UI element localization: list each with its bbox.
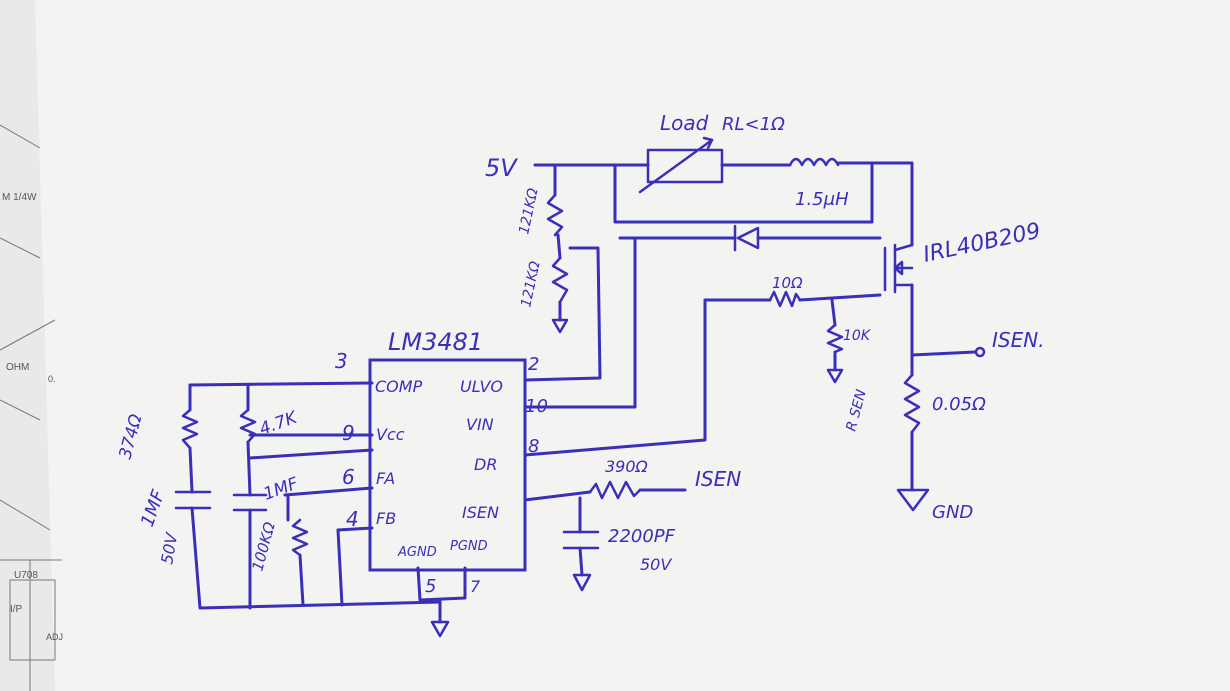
ic-body (368, 358, 527, 572)
margin-text-6: 0. (48, 374, 56, 384)
r-isen-label: 390Ω (605, 457, 649, 476)
pin-uvlo: ULVO (460, 377, 503, 396)
r-pulldown-label: 10K (843, 328, 872, 344)
paper-sheet (35, 0, 1230, 691)
rsen-value-label: 0.05Ω (932, 394, 986, 415)
pin-vin: VIN (466, 415, 494, 434)
margin-text-5: ADJ (46, 632, 63, 642)
pin-num-fa: 6 (342, 465, 355, 489)
pin-isen: ISEN (462, 503, 499, 522)
pin-num-vin: 10 (525, 396, 548, 417)
pin-num-dr: 8 (528, 436, 539, 457)
pin-num-comp: 3 (335, 349, 348, 373)
pin-pgnd: PGND (450, 539, 488, 554)
pin-num-fb: 4 (346, 507, 359, 531)
pin-fb: FB (376, 509, 396, 528)
pin-fa: FA (376, 469, 395, 488)
pin-agnd: AGND (397, 545, 437, 560)
pin-num-pgnd: 7 (470, 577, 481, 596)
pin-vcc: Vcc (376, 425, 405, 444)
load-label: Load (660, 111, 709, 135)
pin-num-vcc: 9 (342, 421, 355, 445)
c-isen-voltage-label: 50V (640, 555, 672, 574)
load-rating-label: RL<1Ω (722, 114, 785, 135)
gnd-label: GND (932, 502, 973, 523)
inductor-label: 1.5μH (795, 189, 849, 210)
margin-print (0, 124, 62, 691)
r-gate-label: 10Ω (772, 274, 803, 292)
pin-dr: DR (474, 455, 497, 474)
pin-num-agnd: 5 (425, 576, 436, 597)
margin-text-2: OHM (6, 362, 29, 373)
wires (188, 161, 977, 624)
isen-out-label: ISEN. (992, 328, 1045, 352)
margin-text-1: M 1/4W (2, 192, 37, 203)
isen-in-label: ISEN (695, 467, 741, 491)
pin-num-uvlo: 2 (528, 354, 539, 375)
pin-comp: COMP (375, 377, 423, 396)
ic-name: LM3481 (388, 328, 483, 356)
margin-text-4: I/P (10, 604, 23, 615)
supply-label: 5V (485, 154, 518, 182)
margin-text-3: U708 (14, 570, 38, 581)
components (174, 136, 986, 638)
c-isen-label: 2200PF (608, 526, 676, 547)
